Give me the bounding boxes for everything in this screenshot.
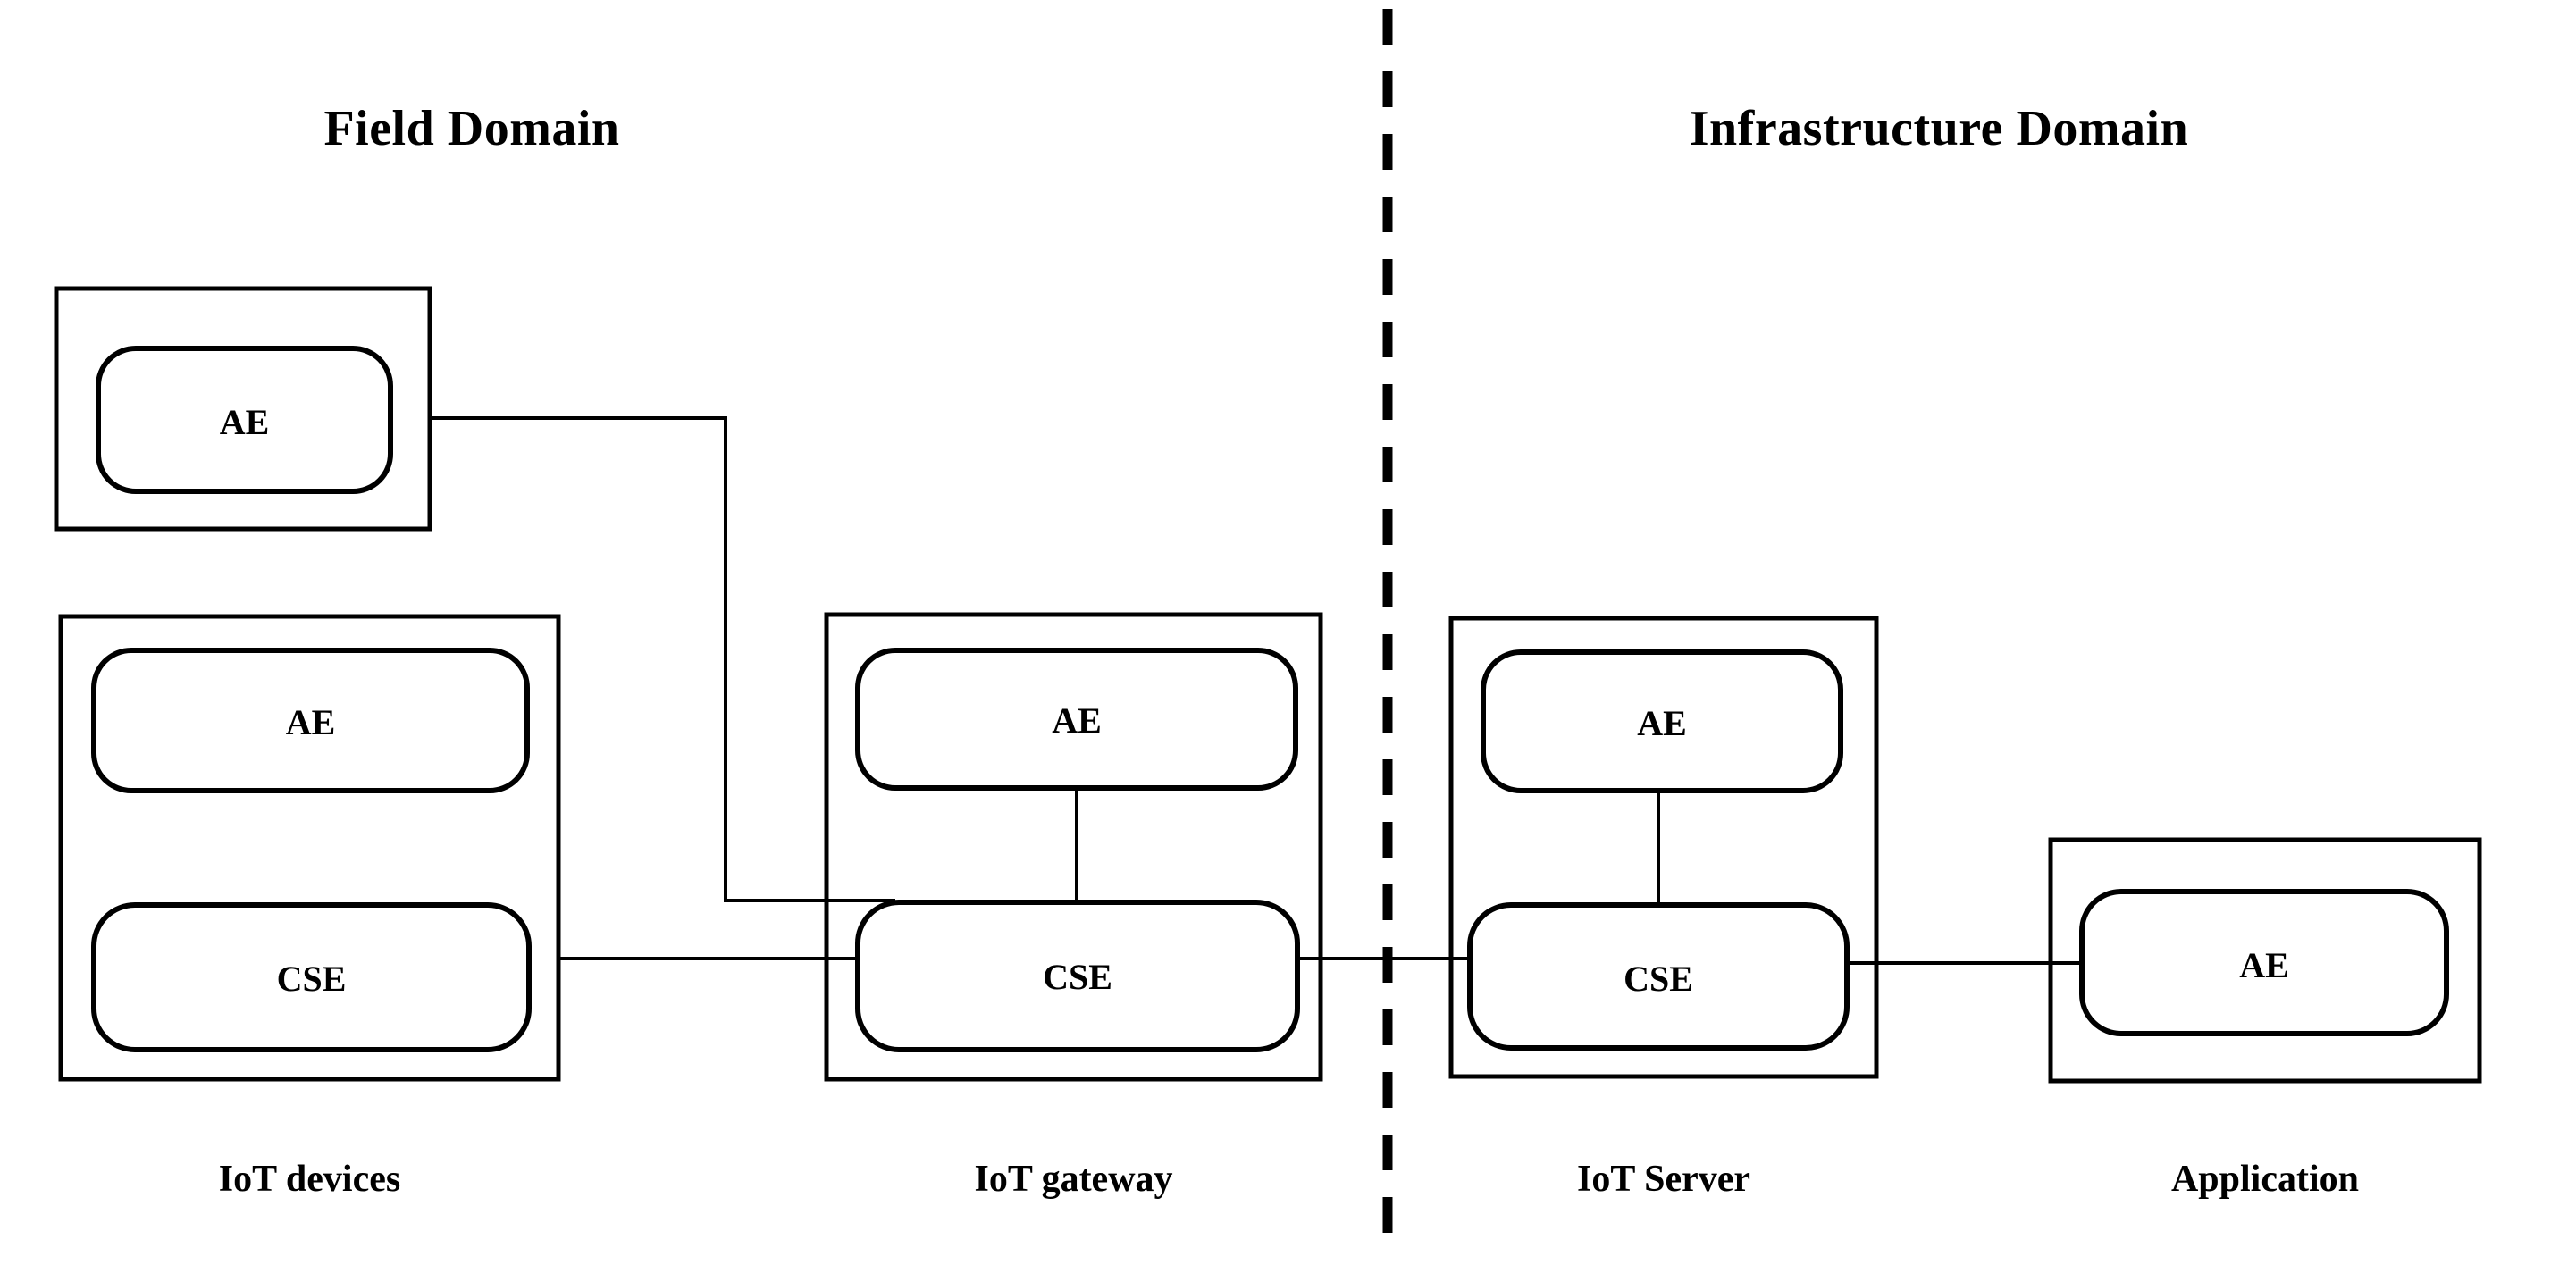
field-domain-title: Field Domain	[323, 101, 620, 156]
caption-iot-devices: IoT devices	[218, 1159, 401, 1200]
application-ae-node	[2079, 889, 2449, 1036]
server-cse-label: CSE	[1624, 959, 1693, 999]
device-cse-node	[91, 902, 532, 1052]
device-cse-label: CSE	[276, 959, 347, 999]
application-container	[2048, 837, 2482, 1084]
gateway-cse-node	[855, 900, 1300, 1052]
server-cse-node	[1467, 902, 1850, 1051]
server-ae-label: AE	[1637, 703, 1687, 743]
iot-server-container	[1448, 616, 1879, 1079]
caption-iot-server: IoT Server	[1576, 1159, 1751, 1200]
gateway-ae-label: AE	[1052, 700, 1102, 741]
server-ae-node	[1481, 649, 1843, 793]
connector-device-ae-to-gateway-cse	[389, 416, 895, 902]
gateway-cse-label: CSE	[1043, 957, 1112, 997]
application-ae-label: AE	[2239, 945, 2289, 985]
iot-gateway-container	[824, 612, 1323, 1082]
device-ae-node	[91, 648, 530, 793]
infrastructure-domain-title: Infrastructure Domain	[1689, 101, 2189, 156]
device-standalone-ae-node	[96, 346, 393, 494]
device-standalone-ae-label: AE	[219, 402, 270, 442]
gateway-ae-node	[855, 648, 1298, 791]
caption-application: Application	[2170, 1159, 2360, 1200]
device-ae-label: AE	[285, 702, 336, 742]
caption-iot-gateway: IoT gateway	[974, 1159, 1173, 1200]
